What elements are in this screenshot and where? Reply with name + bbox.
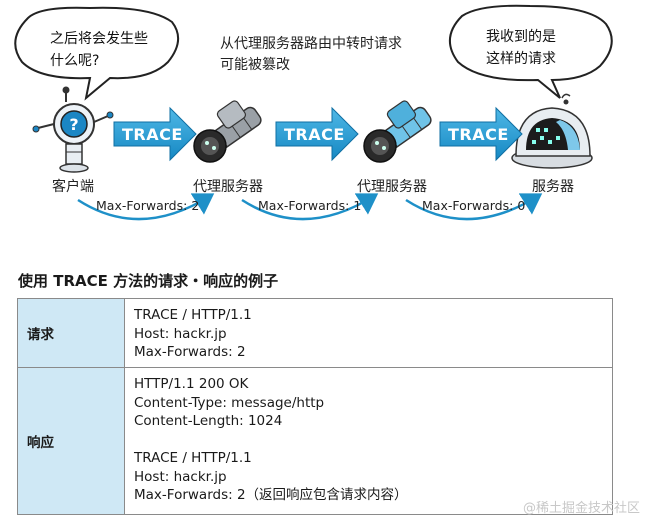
table-row-request: 请求 TRACE / HTTP/1.1 Host: hackr.jp Max-F… [18,299,612,367]
max-forwards-label-3: Max-Forwards: 0 [422,198,526,213]
speech-bubble-left [14,6,179,101]
table-row-response: 响应 HTTP/1.1 200 OK Content-Type: message… [18,367,612,514]
request-line-1: TRACE / HTTP/1.1 [134,307,252,323]
max-forwards-label-1: Max-Forwards: 2 [96,198,200,213]
server-icon [511,93,593,169]
trace-arrow-1-label: TRACE [122,125,183,144]
request-response-table: 请求 TRACE / HTTP/1.1 Host: hackr.jp Max-F… [17,298,613,515]
trace-arrow-2 [275,106,359,162]
svg-text:?: ? [69,115,78,134]
bubble-right-line-2: 这样的请求 [486,51,556,67]
table-title: 使用 TRACE 方法的请求・响应的例子 [18,272,279,290]
response-body-cell: HTTP/1.1 200 OK Content-Type: message/ht… [134,375,408,505]
hop-curve-2 [241,193,379,221]
proxy-server-2-icon [363,100,432,163]
node-label-proxy-1: 代理服务器 [193,179,263,195]
trace-arrow-2-label: TRACE [284,125,345,144]
response-line-2: Content-Type: message/http [134,394,325,411]
node-label-client: 客户端 [52,179,94,195]
tamper-note: 从代理服务器路由中转时请求 可能被篡改 [220,34,402,76]
diagram-graphics: ? [14,4,613,221]
bubble-right-line-1: 我收到的是 [486,29,556,45]
request-line-3: Max-Forwards: 2 [134,344,246,360]
watermark: @稀土掘金技术社区 [522,501,640,516]
bubble-right-text: 我收到的是 这样的请求 [486,26,556,70]
trace-arrow-3-label: TRACE [448,125,509,144]
response-header-cell: 响应 [18,368,125,514]
client-robot-icon: ? [32,86,114,173]
trace-arrow-3 [439,106,523,162]
trace-arrow-1 [113,106,197,162]
node-label-proxy-2: 代理服务器 [357,179,427,195]
response-line-1: HTTP/1.1 200 OK [134,376,249,392]
proxy-server-1-icon [193,100,262,163]
hop-curve-1 [77,193,215,221]
bubble-left-line-2: 什么呢? [50,53,100,69]
speech-bubble-right [449,4,613,99]
response-line-7: Max-Forwards: 2（返回响应包含请求内容） [134,487,408,503]
bubble-left-text: 之后将会发生些 什么呢? [50,28,148,72]
trace-diagram: ? [0,0,656,245]
tamper-note-line-2: 可能被篡改 [220,57,290,73]
max-forwards-label-2: Max-Forwards: 1 [258,198,362,213]
node-label-server: 服务器 [532,179,574,195]
request-body-cell: TRACE / HTTP/1.1 Host: hackr.jp Max-Forw… [134,306,252,362]
request-header-cell: 请求 [18,299,125,367]
response-line-6: Host: hackr.jp [134,468,227,485]
bubble-left-line-1: 之后将会发生些 [50,31,148,47]
response-line-3: Content-Length: 1024 [134,413,283,429]
request-line-2: Host: hackr.jp [134,325,227,342]
hop-curve-3 [405,193,543,221]
tamper-note-line-1: 从代理服务器路由中转时请求 [220,36,402,52]
response-line-5: TRACE / HTTP/1.1 [134,450,252,466]
response-line-4 [134,431,408,450]
